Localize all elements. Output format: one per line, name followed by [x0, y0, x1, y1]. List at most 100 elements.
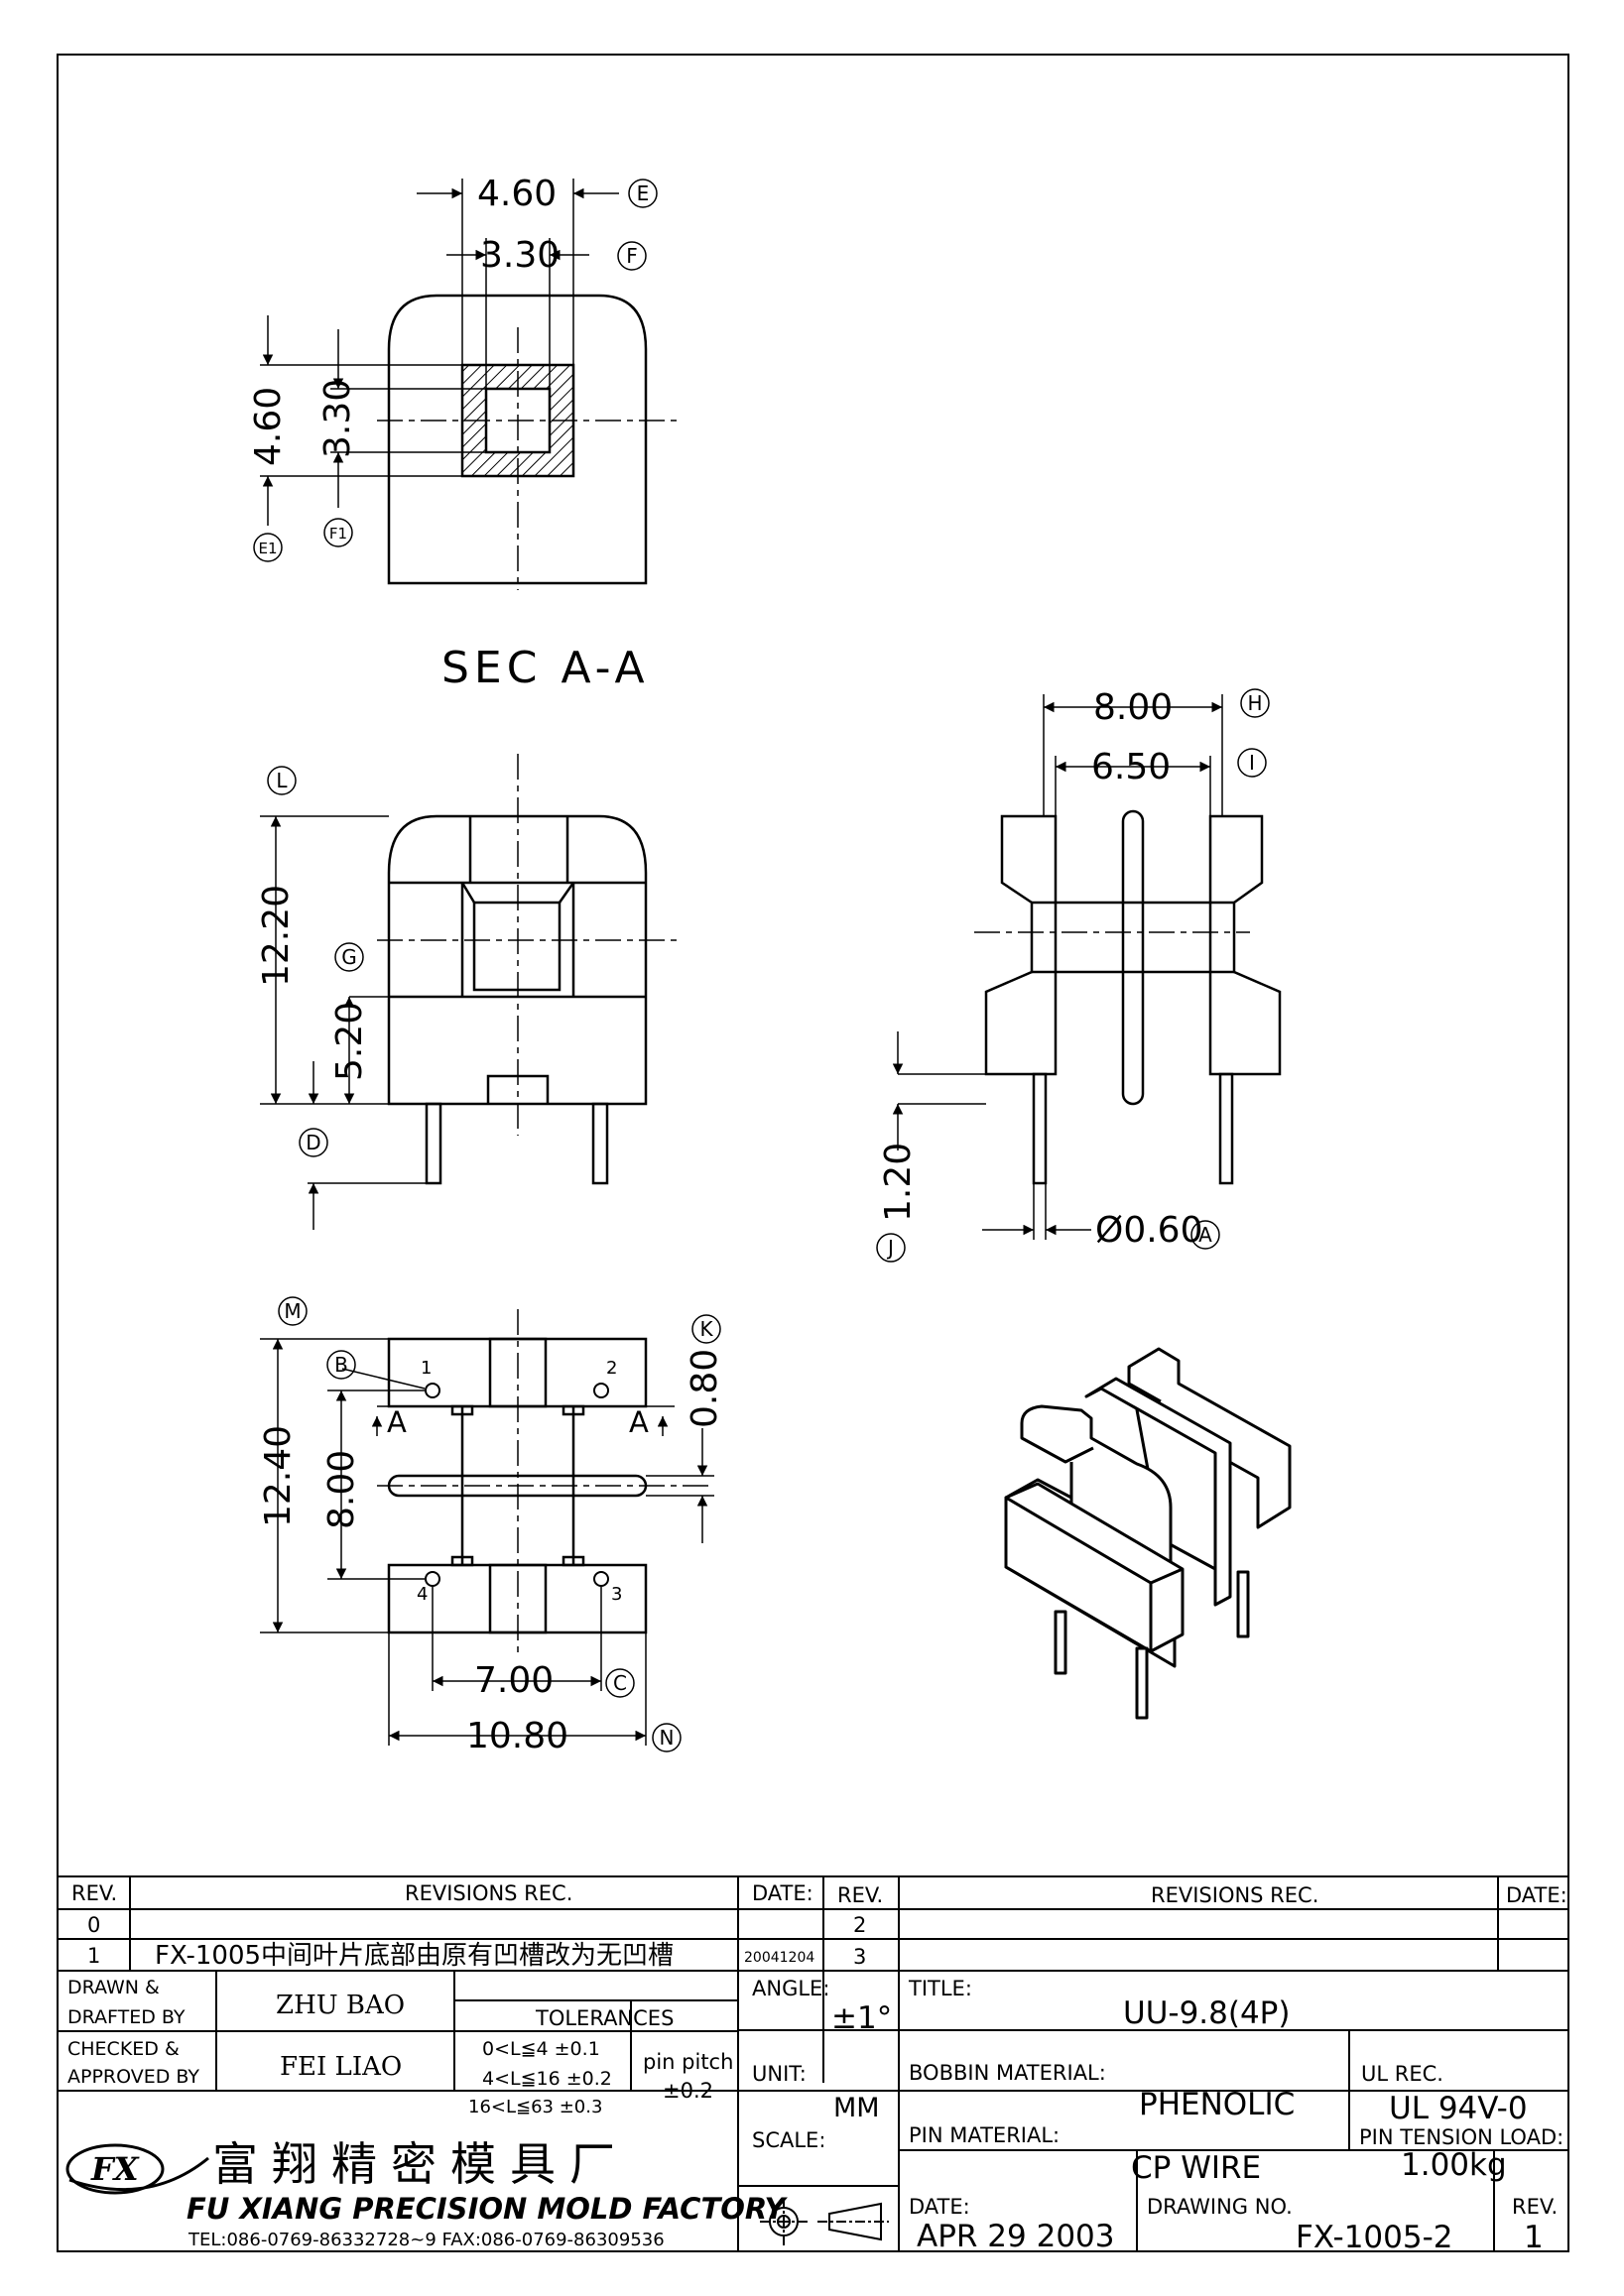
pin-material-value: CP WIRE: [1131, 2150, 1261, 2186]
dim-m-value: 12.40: [258, 1425, 299, 1527]
pin-tension-label: PIN TENSION LOAD:: [1359, 2125, 1563, 2149]
rev-label: REV.: [1512, 2195, 1558, 2219]
ref-f-marker: F: [617, 241, 647, 271]
svg-text:A: A: [1198, 1223, 1212, 1247]
section-outline: [387, 294, 648, 585]
tolerance-row: 0<L≦4 ±0.1: [482, 2038, 600, 2060]
ref-l-marker: L: [267, 766, 297, 795]
bottom-view: [260, 1309, 714, 1746]
revision-row-rev: 0: [87, 1913, 100, 1937]
company-name-en: FU XIANG PRECISION MOLD FACTORY: [187, 2192, 789, 2226]
ref-b-marker: B: [326, 1350, 356, 1380]
dim-l-value: 12.20: [256, 885, 297, 987]
pin-3-label: 3: [611, 1584, 622, 1605]
side-view: [892, 694, 1282, 1240]
pin-pitch-label: pin pitch: [643, 2050, 733, 2074]
projection-symbol: [760, 2198, 889, 2245]
revisions-header-right: REVISIONS REC.: [1151, 1883, 1318, 1907]
svg-text:F1: F1: [329, 525, 347, 543]
svg-text:C: C: [613, 1671, 627, 1695]
dim-f-value: 3.30: [480, 235, 560, 276]
date-label: DATE:: [909, 2195, 970, 2219]
dim-b-value: 8.00: [321, 1450, 362, 1529]
unit-value: MM: [833, 2093, 880, 2123]
ref-n-marker: N: [652, 1723, 682, 1752]
checked-label-2: APPROVED BY: [67, 2066, 199, 2088]
svg-text:J: J: [886, 1236, 894, 1260]
rev-value: 1: [1524, 2220, 1544, 2255]
company-logo: FX: [65, 2143, 209, 2195]
ref-h-marker: H: [1240, 688, 1270, 718]
pin-4-label: 4: [417, 1584, 428, 1605]
pin-1-label: 1: [421, 1358, 432, 1379]
section-mark-right: A: [629, 1405, 649, 1439]
ref-g-marker: G: [334, 942, 364, 972]
dim-a-value: Ø0.60: [1095, 1210, 1203, 1251]
angle-value: ±1°: [831, 2000, 892, 2036]
date-header-left: DATE:: [752, 1881, 813, 1905]
dim-e1-value: 4.60: [248, 387, 289, 466]
section-title: SEC A-A: [441, 643, 650, 693]
scale-label: SCALE:: [752, 2128, 825, 2152]
checked-label-1: CHECKED &: [67, 2038, 180, 2060]
ref-i-marker: I: [1237, 748, 1267, 778]
svg-text:L: L: [276, 769, 288, 792]
ul-rec-value: UL 94V-0: [1389, 2091, 1528, 2126]
svg-text:I: I: [1249, 751, 1255, 775]
section-mark-left: A: [387, 1405, 407, 1439]
pin-material-label: PIN MATERIAL:: [909, 2123, 1060, 2147]
svg-text:E1: E1: [258, 540, 277, 557]
unit-label: UNIT:: [752, 2062, 807, 2086]
revision-row-rev: 3: [853, 1945, 866, 1969]
svg-text:N: N: [660, 1726, 675, 1750]
svg-text:G: G: [341, 945, 357, 969]
svg-text:FX: FX: [90, 2150, 140, 2188]
angle-label: ANGLE:: [752, 1977, 829, 2000]
ref-f1-marker: F1: [323, 518, 353, 547]
title-label: TITLE:: [908, 1977, 972, 2000]
dim-g-value: 5.20: [329, 1002, 370, 1081]
dim-f1-value: 3.30: [317, 379, 358, 458]
company-contact: TEL:086-0769-86332728~9 FAX:086-0769-863…: [187, 2230, 665, 2250]
ref-d-marker: D: [299, 1128, 328, 1157]
ref-a-marker: A: [1190, 1220, 1220, 1250]
dim-e-value: 4.60: [477, 174, 557, 214]
ref-c-marker: C: [605, 1668, 635, 1698]
drawing-no-label: DRAWING NO.: [1147, 2195, 1293, 2219]
dim-j-value: 1.20: [878, 1143, 919, 1222]
svg-text:E: E: [637, 181, 650, 205]
pin-tension-value: 1.00kg: [1401, 2147, 1507, 2183]
revision-row-rev: 2: [853, 1913, 866, 1937]
date-value: APR 29 2003: [917, 2219, 1115, 2254]
revision-row-rev: 1: [87, 1944, 100, 1968]
title-value: UU-9.8(4P): [1123, 1995, 1290, 2031]
pin-pitch-value: ±0.2: [663, 2079, 713, 2103]
company-name-cn: 富翔精密模具厂: [212, 2137, 629, 2191]
ref-e1-marker: E1: [253, 533, 283, 562]
svg-text:B: B: [334, 1353, 348, 1377]
isometric-view: [1004, 1347, 1292, 1720]
svg-text:D: D: [306, 1131, 320, 1154]
svg-text:M: M: [284, 1299, 301, 1323]
sheet-border: [57, 54, 1569, 2252]
ref-e-marker: E: [628, 179, 658, 208]
ref-k-marker: K: [691, 1314, 721, 1344]
pin-2-label: 2: [606, 1358, 617, 1379]
drawn-label-1: DRAWN &: [67, 1977, 160, 1998]
front-view: [260, 754, 680, 1230]
svg-text:H: H: [1247, 691, 1262, 715]
ref-m-marker: M: [278, 1296, 308, 1326]
tolerance-row: 16<L≦63 ±0.3: [468, 2097, 602, 2117]
dim-n-value: 10.80: [466, 1716, 568, 1756]
drawn-by-value: ZHU BAO: [276, 1991, 405, 2020]
rev-header-right: REV.: [837, 1883, 883, 1907]
revisions-header-left: REVISIONS REC.: [405, 1881, 572, 1905]
bobbin-material-label: BOBBIN MATERIAL:: [909, 2061, 1106, 2085]
date-header-right: DATE:: [1506, 1883, 1567, 1907]
bobbin-material-value: PHENOLIC: [1139, 2087, 1295, 2122]
dim-h-value: 8.00: [1093, 687, 1173, 728]
drawn-label-2: DRAFTED BY: [67, 2006, 186, 2028]
svg-text:K: K: [699, 1317, 713, 1341]
checked-by-value: FEI LIAO: [280, 2052, 402, 2082]
